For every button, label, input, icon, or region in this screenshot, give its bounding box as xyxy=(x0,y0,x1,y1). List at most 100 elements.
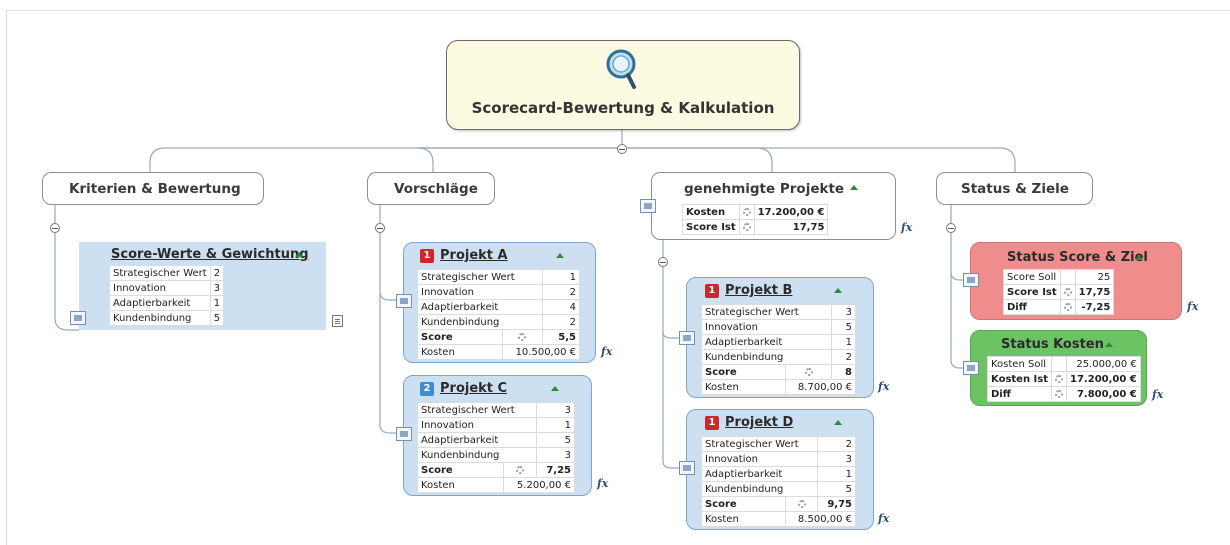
row-label: Innovation xyxy=(417,417,537,433)
row-label: Innovation xyxy=(109,280,211,296)
priority-badge: 1 xyxy=(705,284,719,298)
formula-gear-icon xyxy=(785,364,833,380)
table-icon[interactable] xyxy=(70,311,86,325)
branch-status[interactable]: Status & Ziele xyxy=(936,172,1093,205)
formula-icon[interactable]: fx xyxy=(601,345,613,358)
table-icon[interactable] xyxy=(963,361,979,375)
row-value: 17,75 xyxy=(1074,284,1115,300)
expand-arrow-icon[interactable] xyxy=(834,288,842,293)
collapse-toggle-status[interactable] xyxy=(946,223,956,233)
row-value: 17.200,00 € xyxy=(753,204,829,220)
collapse-toggle-proposals[interactable] xyxy=(375,223,385,233)
row-label: Strategischer Wert xyxy=(417,269,543,285)
status-score-title: Status Score & Ziel xyxy=(1007,250,1148,265)
formula-icon[interactable]: fx xyxy=(1152,388,1164,401)
table-icon[interactable] xyxy=(963,273,979,287)
central-topic[interactable]: Scorecard-Bewertung & Kalkulation xyxy=(446,40,800,130)
expand-arrow-icon[interactable] xyxy=(1105,342,1113,347)
row-label: Strategischer Wert xyxy=(700,304,833,320)
row-label: Kundenbindung xyxy=(700,349,833,365)
expand-arrow-icon[interactable] xyxy=(551,386,559,391)
branch-criteria-label: Kriterien & Bewertung xyxy=(69,181,241,197)
cost-value: 10.500,00 € xyxy=(501,344,581,360)
score-label: Score xyxy=(417,329,503,345)
expand-arrow-icon[interactable] xyxy=(1135,255,1143,260)
expand-arrow-icon[interactable] xyxy=(850,185,858,190)
cost-label: Kosten xyxy=(700,511,787,527)
row-value: 3 xyxy=(817,451,856,467)
score-label: Score xyxy=(700,496,787,512)
row-label: Kundenbindung xyxy=(109,310,211,326)
formula-icon[interactable]: fx xyxy=(878,512,890,525)
branch-criteria[interactable]: Kriterien & Bewertung xyxy=(42,172,264,205)
formula-gear-icon xyxy=(501,329,544,345)
row-label: Score Ist xyxy=(682,219,740,235)
table-icon[interactable] xyxy=(396,294,412,308)
expand-arrow-icon[interactable] xyxy=(556,253,564,258)
score-value: 5,5 xyxy=(542,329,580,345)
project-title: Projekt C xyxy=(440,381,508,396)
formula-gear-icon xyxy=(1059,284,1076,300)
collapse-toggle-criteria[interactable] xyxy=(50,223,60,233)
formula-icon[interactable]: fx xyxy=(878,380,890,393)
card-score-weights[interactable]: Score-Werte & Gewichtung Strategischer W… xyxy=(79,242,326,330)
note-icon[interactable] xyxy=(332,315,343,327)
row-label: Strategischer Wert xyxy=(417,402,537,418)
row-label: Diff xyxy=(986,386,1053,402)
row-label: Kundenbindung xyxy=(700,481,819,497)
table-icon[interactable] xyxy=(640,199,656,213)
branch-proposals[interactable]: Vorschläge xyxy=(367,172,495,205)
expand-arrow-icon[interactable] xyxy=(295,252,303,257)
table-icon[interactable] xyxy=(679,461,695,475)
project-title: Projekt D xyxy=(725,415,794,430)
formula-gear-icon xyxy=(738,219,755,235)
formula-icon[interactable]: fx xyxy=(597,477,609,490)
cost-value: 5.200,00 € xyxy=(502,477,576,493)
row-value: -7,25 xyxy=(1074,299,1115,315)
row-label: Kosten xyxy=(682,204,740,220)
table-icon[interactable] xyxy=(679,331,695,345)
collapse-toggle-approved[interactable] xyxy=(658,257,668,267)
row-value: 1 xyxy=(817,466,856,482)
row-label: Score Ist xyxy=(1003,284,1061,300)
cost-label: Kosten xyxy=(700,379,787,395)
row-value: 1 xyxy=(209,295,225,311)
card-score-weights-title: Score-Werte & Gewichtung xyxy=(111,247,309,262)
row-label: Kosten Soll xyxy=(986,356,1053,372)
formula-gear-icon xyxy=(502,462,537,478)
collapse-toggle-root[interactable] xyxy=(617,144,627,154)
table-row: Kosten 17.200,00 € xyxy=(682,204,829,220)
score-value: 7,25 xyxy=(535,462,576,478)
priority-badge: 1 xyxy=(420,249,434,263)
table-icon[interactable] xyxy=(396,427,412,441)
project-title: Projekt A xyxy=(440,248,508,263)
formula-icon[interactable]: fx xyxy=(901,221,913,234)
row-label: Adaptierbarkeit xyxy=(417,299,543,315)
row-value: 3 xyxy=(535,402,576,418)
priority-badge: 1 xyxy=(705,416,719,430)
score-label: Score xyxy=(700,364,787,380)
formula-icon[interactable]: fx xyxy=(1187,300,1199,313)
expand-arrow-icon[interactable] xyxy=(834,420,842,425)
